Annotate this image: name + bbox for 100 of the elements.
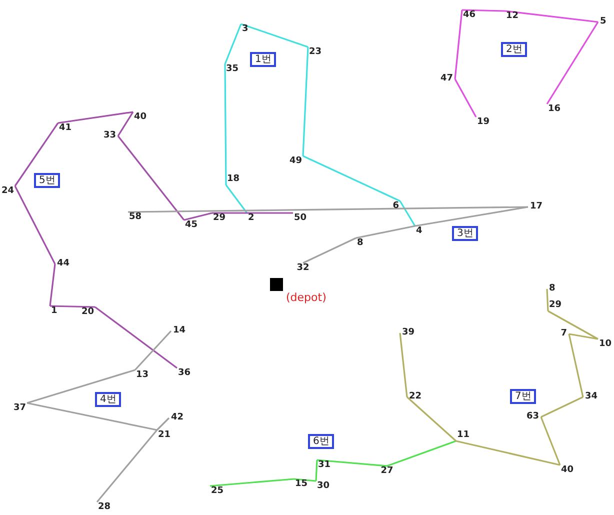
route-line	[546, 288, 549, 312]
route-line	[356, 225, 416, 239]
point-number: 15	[295, 480, 308, 489]
depot-square	[270, 278, 283, 291]
route-line	[414, 206, 528, 227]
point-number: 40	[134, 113, 147, 122]
route-line	[212, 212, 247, 214]
route-label: 2번	[501, 42, 528, 57]
point-number: 44	[57, 260, 70, 268]
point-number: 39	[402, 328, 415, 338]
route-line	[302, 237, 356, 264]
route-line	[399, 332, 408, 398]
route-line	[210, 478, 294, 487]
point-number: 58	[129, 213, 142, 222]
point-number: 11	[457, 431, 470, 440]
point-number: 36	[178, 369, 191, 378]
route-line	[302, 46, 309, 156]
route-line	[224, 64, 227, 185]
point-number: 33	[103, 132, 116, 140]
route-line	[117, 112, 134, 136]
route-line	[454, 10, 463, 80]
route-line	[540, 396, 584, 418]
route-line	[302, 155, 400, 202]
point-number: 22	[409, 392, 422, 402]
point-number: 31	[318, 461, 331, 470]
route-line	[546, 22, 599, 104]
route-line	[94, 306, 178, 369]
point-number: 24	[1, 187, 14, 196]
route-label: 7번	[510, 389, 536, 404]
point-number: 16	[548, 105, 561, 114]
point-number: 28	[98, 503, 111, 512]
route-line	[224, 24, 242, 64]
point-number: 21	[158, 431, 171, 440]
route-line	[184, 212, 212, 221]
point-number: 1	[51, 307, 58, 316]
point-number: 29	[549, 301, 562, 310]
point-number: 12	[506, 12, 519, 21]
route-line	[49, 264, 56, 306]
route-line	[247, 212, 293, 214]
point-number: 10	[599, 340, 612, 349]
point-number: 5	[600, 18, 606, 26]
route-line	[386, 440, 456, 467]
route-line	[568, 334, 584, 398]
route-line	[316, 459, 388, 467]
point-number: 27	[380, 467, 394, 476]
point-number: 47	[440, 74, 453, 84]
point-number: 23	[309, 48, 322, 57]
point-number: 2	[248, 214, 254, 223]
route-line	[568, 333, 598, 340]
point-number: 8	[549, 284, 556, 294]
point-number: 20	[81, 308, 94, 317]
point-number: 40	[561, 466, 574, 475]
route-line	[96, 429, 158, 503]
point-number: 42	[171, 414, 184, 422]
route-label: 5번	[34, 173, 60, 188]
point-number: 30	[317, 482, 330, 491]
point-number: 50	[294, 214, 307, 223]
point-number: 46	[463, 11, 476, 20]
route-line	[456, 440, 560, 466]
point-number: 8	[357, 239, 364, 248]
point-number: 7	[560, 330, 567, 338]
route-line	[26, 369, 136, 404]
route-line	[58, 111, 134, 124]
point-number: 32	[296, 264, 310, 273]
route-line	[315, 460, 318, 482]
route-line	[26, 402, 158, 431]
point-number: 13	[136, 371, 149, 380]
point-number: 37	[13, 404, 26, 413]
route-label: 6번	[308, 434, 334, 449]
point-number: 41	[59, 124, 72, 133]
point-number: 63	[526, 412, 539, 422]
route-label: 1번	[250, 52, 276, 67]
route-line	[294, 478, 316, 482]
route-line	[134, 330, 172, 371]
route-line	[462, 9, 506, 12]
route-line	[156, 417, 170, 431]
point-number: 6	[392, 202, 399, 211]
route-line	[128, 206, 528, 213]
route-label: 3번	[452, 226, 478, 241]
route-line	[225, 184, 248, 214]
point-number: 35	[226, 65, 239, 74]
route-line	[14, 186, 56, 264]
point-number: 29	[213, 214, 226, 223]
route-line	[540, 416, 561, 466]
point-number: 49	[289, 157, 302, 166]
route-line	[548, 310, 598, 340]
point-number: 18	[227, 175, 240, 184]
route-line	[504, 10, 598, 23]
route-line	[50, 305, 96, 308]
point-number: 45	[185, 221, 198, 230]
route-line	[14, 122, 59, 186]
route-label: 4번	[95, 392, 122, 407]
point-number: 34	[585, 392, 598, 402]
route-line	[399, 200, 416, 226]
point-number: 14	[173, 326, 186, 336]
point-number: 25	[211, 487, 224, 496]
depot-label: (depot)	[286, 291, 326, 304]
point-number: 4	[416, 227, 422, 236]
route-line	[454, 78, 477, 118]
point-number: 17	[530, 202, 543, 212]
